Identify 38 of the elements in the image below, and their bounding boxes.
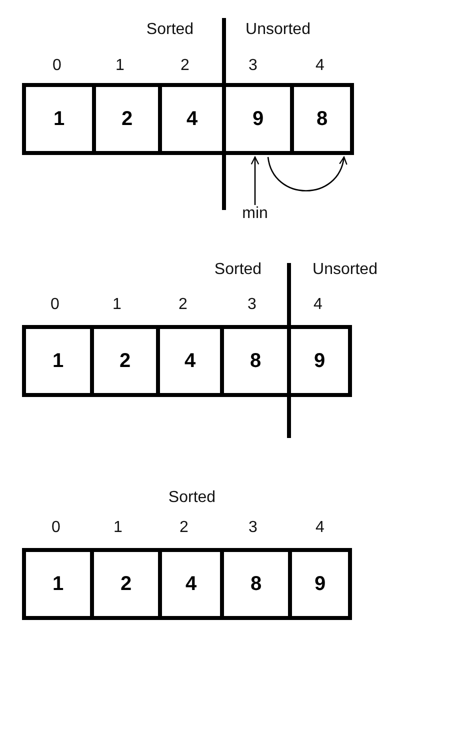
array-cell: 8 [220, 548, 288, 620]
section-label: Sorted [214, 261, 262, 279]
index-label: 1 [112, 296, 122, 314]
index-label: 0 [52, 57, 62, 75]
array-cell: 9 [287, 325, 352, 397]
array-cell: 2 [90, 548, 158, 620]
index-label: 2 [178, 296, 188, 314]
array-cell: 4 [156, 325, 220, 397]
index-label: 4 [314, 296, 322, 314]
index-label: 1 [116, 57, 124, 75]
array-cell: 2 [90, 325, 156, 397]
array-cell: 8 [220, 325, 287, 397]
arrow [267, 156, 346, 192]
index-label: 1 [114, 519, 122, 537]
array-cell: 4 [158, 83, 222, 155]
arrow [250, 156, 260, 205]
array-cell: 4 [158, 548, 220, 620]
section-label: Unsorted [312, 261, 378, 279]
index-label: 0 [52, 519, 60, 537]
section-label: Unsorted [246, 21, 310, 39]
index-label: 4 [316, 519, 324, 537]
array-cell: 1 [22, 548, 90, 620]
index-label: 3 [248, 57, 258, 75]
section-label: Sorted [168, 489, 216, 507]
pointer-label: min [242, 205, 268, 223]
index-label: 4 [316, 57, 324, 75]
array-cell: 2 [92, 83, 158, 155]
index-label: 3 [248, 519, 258, 537]
index-label: 3 [248, 296, 256, 314]
array-cell: 9 [288, 548, 352, 620]
array-cell: 8 [290, 83, 354, 155]
array-cell: 1 [22, 325, 90, 397]
index-label: 2 [180, 57, 190, 75]
index-label: 0 [50, 296, 60, 314]
array-cell: 9 [222, 83, 290, 155]
index-label: 2 [180, 519, 188, 537]
array-cell: 1 [22, 83, 92, 155]
section-label: Sorted [146, 21, 194, 39]
